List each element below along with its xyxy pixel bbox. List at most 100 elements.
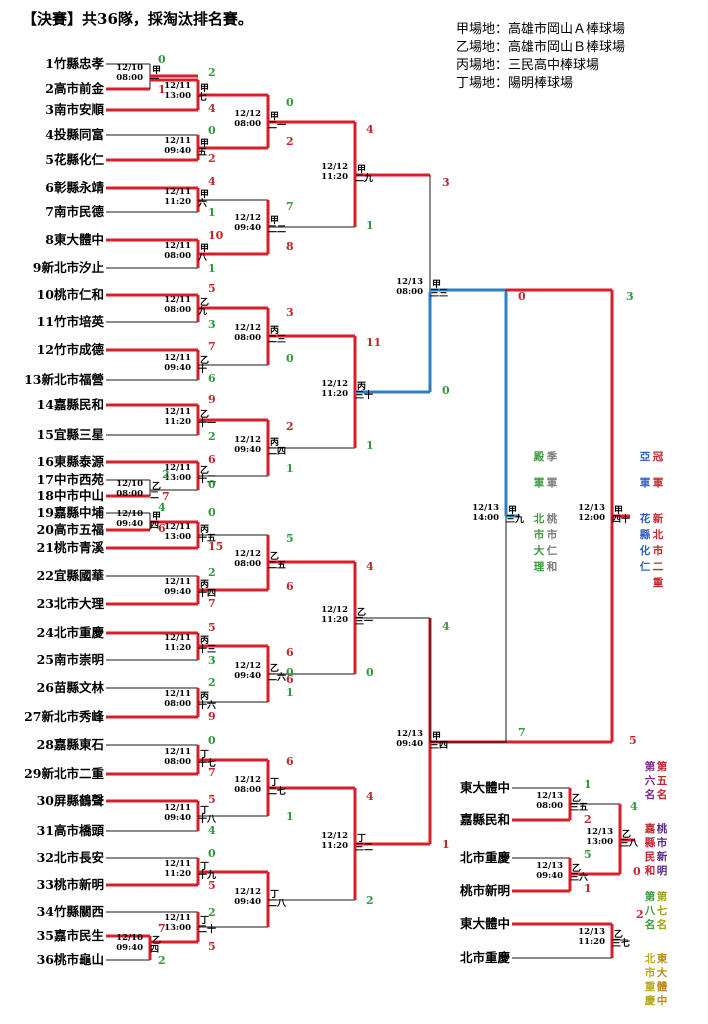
game-date: 12/11 (164, 859, 191, 869)
venue-d: 丁場地：陽明棒球場 (456, 76, 573, 91)
result-label-char: 殿 (533, 451, 545, 463)
score-label: 2 (286, 420, 294, 433)
placement-label-char: 和 (644, 864, 656, 877)
game-date: 12/11 (164, 136, 191, 146)
placement-label-char: 縣 (645, 836, 656, 849)
game-venue: 丙 (270, 437, 279, 448)
game-venue: 乙 (357, 607, 366, 618)
game-date: 12/12 (321, 831, 348, 841)
result-label-char: 桃 (547, 512, 558, 525)
placement-label-char: 第 (645, 890, 656, 903)
result-label-char: 冠 (653, 451, 664, 463)
result-label-char: 季 (546, 450, 558, 463)
game-time: 09:40 (234, 897, 261, 907)
game-venue: 丙 (357, 381, 366, 392)
game-date: 12/13 (396, 277, 423, 287)
score-label: 0 (208, 506, 216, 519)
game-number: 二 (150, 491, 159, 501)
team-label: 28嘉縣東石 (37, 737, 104, 752)
game-time: 08:00 (116, 489, 143, 499)
score-label: 0 (366, 666, 374, 679)
score-label: 0 (208, 847, 216, 860)
game-venue: 甲 (200, 138, 209, 149)
score-label: 4 (208, 824, 216, 837)
placement-label-char: 五 (657, 775, 668, 787)
placement-label-char: 北 (645, 952, 656, 965)
game-time: 13:00 (586, 837, 613, 847)
team-label: 22宜縣國華 (37, 568, 105, 583)
game-time: 08:00 (164, 757, 191, 767)
team-label: 31高市橋頭 (37, 823, 105, 838)
game-time: 08:00 (234, 333, 261, 343)
score-label: 1 (208, 262, 216, 275)
score-label: 2 (208, 566, 216, 579)
result-label-char: 縣 (640, 528, 651, 541)
placement-team: 嘉縣民和 (459, 812, 510, 827)
placement-label-char: 市 (657, 836, 668, 849)
score-label: 0 (208, 478, 216, 491)
score-label: 3 (208, 318, 216, 331)
team-label: 12竹市成德 (37, 342, 105, 357)
placement-label-char: 七 (657, 904, 668, 917)
game-number: 二三 (268, 334, 286, 345)
venue-legend: 甲場地：高雄市岡山Ａ棒球場 乙場地：高雄市岡山Ｂ棒球場 丙場地：三民高中棒球場 … (456, 21, 625, 91)
placement-label-char: 體 (657, 980, 668, 993)
game-time: 09:40 (164, 587, 191, 597)
team-label: 4投縣同富 (45, 127, 104, 142)
game-date: 12/13 (586, 827, 613, 837)
game-venue: 乙 (270, 551, 279, 562)
game-date: 12/11 (164, 577, 191, 587)
team-label: 16東縣泰源 (37, 454, 105, 469)
score-label: 4 (442, 620, 450, 633)
score-label: 0 (633, 865, 641, 878)
game-number: 二十 (198, 923, 216, 935)
result-label-char: 軍 (653, 477, 664, 489)
game-number: 三十 (355, 389, 373, 401)
placement-team: 北市重慶 (460, 950, 511, 965)
team-label: 14嘉縣民和 (37, 397, 104, 412)
score-label: 0 (286, 666, 294, 679)
game-date: 12/12 (234, 435, 261, 445)
game-date: 12/12 (321, 605, 348, 615)
game-date: 12/10 (116, 509, 143, 519)
score-label: 1 (286, 462, 294, 475)
score-label: 4 (366, 790, 374, 803)
score-label: 9 (208, 710, 216, 723)
score-label: 2 (286, 135, 294, 148)
placement-label-char: 市 (645, 966, 656, 979)
game-number: 一 (150, 75, 159, 85)
team-label: 8東大體中 (45, 232, 104, 247)
game-number: 十九 (198, 869, 216, 881)
game-venue: 丁 (200, 805, 209, 816)
placement-label-char: 八 (644, 905, 656, 917)
score-label: 4 (366, 123, 374, 136)
score-label: 7 (286, 200, 294, 213)
placement-label-char: 民 (645, 851, 656, 863)
game-date: 12/11 (164, 522, 191, 532)
result-label-char: 軍 (640, 477, 651, 489)
placement-label-char: 嘉 (644, 822, 656, 835)
game-time: 09:40 (116, 943, 143, 953)
result-label-char: 亞 (640, 451, 651, 463)
game-date: 12/11 (164, 633, 191, 643)
placement-label-char: 六 (645, 774, 656, 787)
team-label: 10桃市仁和 (37, 287, 104, 302)
game-number: 五 (198, 147, 207, 158)
game-venue: 乙 (200, 465, 209, 476)
game-venue: 甲 (432, 279, 441, 290)
score-labels: 0124024110153769262074601527532907540527… (158, 53, 644, 967)
placement-label-char: 重 (645, 980, 656, 993)
placement-team: 北市重慶 (460, 850, 511, 865)
result-label-char: 市 (547, 528, 558, 541)
result-label-char: 市 (534, 528, 545, 541)
placement-label-char: 名 (645, 918, 656, 931)
game-time: 08:00 (234, 785, 261, 795)
team-label: 18中市中山 (37, 488, 104, 503)
team-label: 20高市五福 (37, 522, 105, 537)
game-venue: 甲 (152, 65, 161, 76)
score-label: 0 (518, 290, 526, 303)
game-date: 12/11 (164, 187, 191, 197)
game-number: 三八 (620, 838, 639, 849)
game-number: 十五 (198, 532, 216, 544)
